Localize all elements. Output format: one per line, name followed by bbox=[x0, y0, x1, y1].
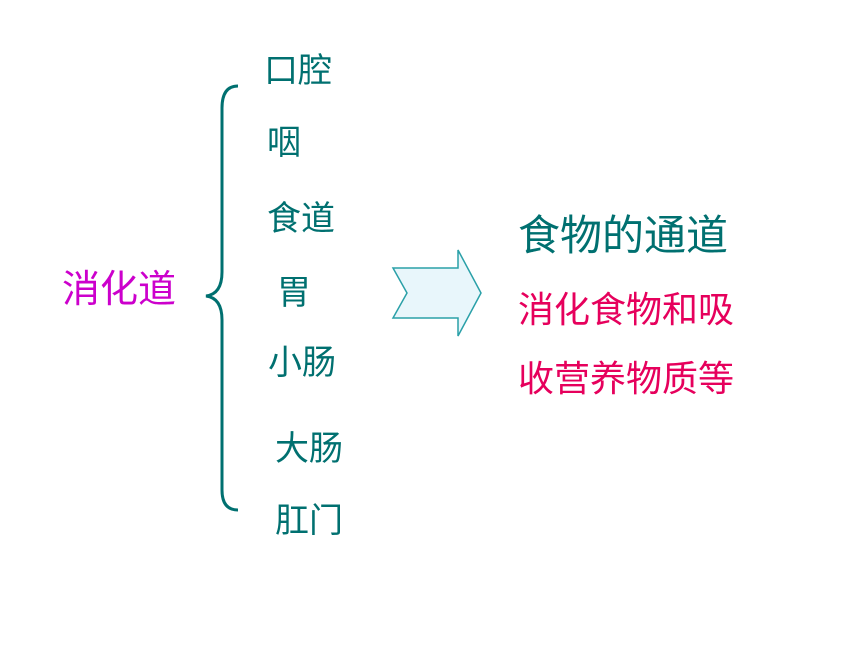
function-description-line1: 消化食物和吸 bbox=[518, 290, 735, 331]
right-arrow-icon bbox=[391, 249, 482, 337]
organ-esophagus: 食道 bbox=[267, 199, 335, 239]
organ-mouth: 口腔 bbox=[264, 51, 332, 91]
function-title: 食物的通道 bbox=[518, 211, 729, 260]
organ-anus: 肛门 bbox=[275, 501, 343, 541]
function-description-line2: 收营养物质等 bbox=[518, 359, 735, 400]
organ-large-intestine: 大肠 bbox=[275, 429, 343, 469]
curly-brace bbox=[205, 84, 239, 512]
organ-pharynx: 咽 bbox=[267, 123, 301, 163]
organ-small-intestine: 小肠 bbox=[268, 343, 336, 383]
organ-stomach: 胃 bbox=[277, 273, 311, 313]
digestive-tract-label: 消化道 bbox=[62, 267, 177, 311]
